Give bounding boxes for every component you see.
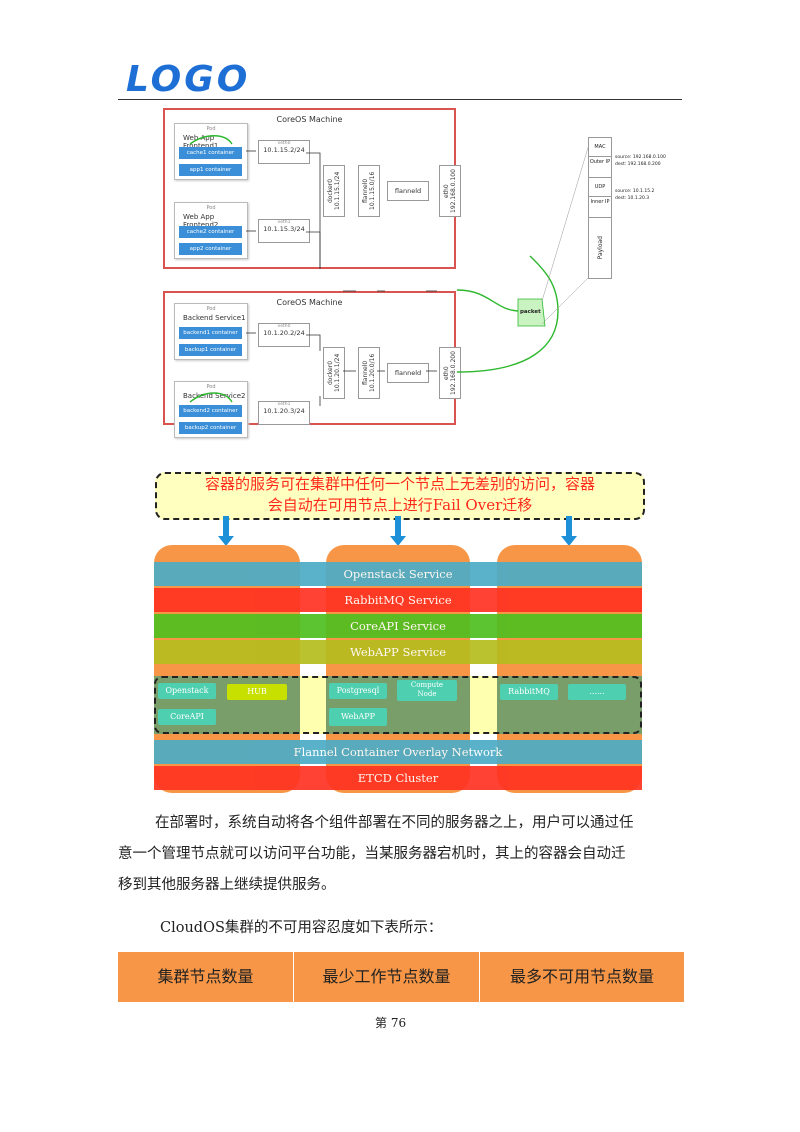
container-layer-border xyxy=(154,676,642,734)
veth-ip: 10.1.15.3/24 xyxy=(263,225,305,233)
docker0-box: docker0 10.1.20.1/24 xyxy=(323,347,345,399)
page-number: 第 76 xyxy=(375,1016,407,1030)
logo: LOGO xyxy=(126,59,251,100)
down-arrows xyxy=(218,516,577,546)
tolerance-table: 集群节点数量 最少工作节点数量 最多不可用节点数量 xyxy=(117,951,685,1005)
flannel-network-band: Flannel Container Overlay Network xyxy=(154,740,642,764)
coreos-machine-bottom: CoreOS Machine Pod Backend Service1 back… xyxy=(163,291,461,438)
container: backend2 container xyxy=(179,405,242,417)
etcd-cluster-band: ETCD Cluster xyxy=(154,766,642,790)
container: app2 container xyxy=(179,243,242,255)
tag-coreapi: CoreAPI xyxy=(158,709,216,725)
veth0-box: veth0 10.1.15.2/24 xyxy=(258,140,310,164)
packet-label: packet xyxy=(520,309,541,315)
container: cache1 container xyxy=(179,147,242,159)
pod-name: Web App Frontend1 xyxy=(183,134,219,150)
docker0-box: docker0 10.1.15.1/24 xyxy=(323,165,345,217)
tag-openstack: Openstack xyxy=(158,683,216,699)
outer-src: source: 192.168.0.100 xyxy=(615,155,666,160)
flanneld-box: flanneld xyxy=(387,363,429,383)
tag-webapp: WebAPP xyxy=(329,708,387,726)
eth0-box: eth0 192.168.0.100 xyxy=(439,165,461,217)
container: cache2 container xyxy=(179,226,242,238)
paragraph-1-line-2: 意一个管理节点就可以访问平台功能，当某服务器宕机时，其上的容器会自动迁 xyxy=(118,846,626,862)
flannel0-box: flannel0 10.1.15.0/16 xyxy=(358,165,380,217)
veth-ip: 10.1.20.3/24 xyxy=(263,407,305,415)
container: backend1 container xyxy=(179,327,242,339)
tag-rabbitmq: RabbitMQ xyxy=(500,684,558,700)
tag-postgresql: Postgresql xyxy=(329,683,387,699)
machine-title: CoreOS Machine xyxy=(276,298,343,307)
container: app1 container xyxy=(179,164,242,176)
paragraph-2: CloudOS集群的不可用容忍度如下表所示： xyxy=(160,920,443,936)
packet-payload: Payload xyxy=(596,236,604,260)
pod-label: Pod xyxy=(206,306,216,312)
veth0-box: veth0 10.1.20.2/24 xyxy=(258,323,310,347)
table-header-cell: 最少工作节点数量 xyxy=(294,952,480,1002)
eth0-box: eth0 192.168.0.200 xyxy=(439,347,461,399)
veth-label: veth1 xyxy=(277,402,291,407)
packet-udp: UDP xyxy=(589,178,611,197)
pod-web-frontend2: Pod Web App Frontend2 cache2 container a… xyxy=(174,202,248,259)
tag-compute-node: Compute Node xyxy=(397,680,457,701)
veth-ip: 10.1.20.2/24 xyxy=(263,329,305,337)
paragraph-1-line-1: 在部署时，系统自动将各个组件部署在不同的服务器之上，用户可以通过任 xyxy=(155,815,634,831)
packet-inner-ip: Inner IP xyxy=(589,197,611,218)
veth1-box: veth1 10.1.15.3/24 xyxy=(258,219,310,243)
flannel0-box: flannel0 10.1.20.0/16 xyxy=(358,347,380,399)
container: backup1 container xyxy=(179,344,242,356)
table-header-cell: 集群节点数量 xyxy=(118,952,294,1002)
veth-ip: 10.1.15.2/24 xyxy=(263,146,305,154)
veth1-box: veth1 10.1.20.3/24 xyxy=(258,401,310,425)
banner-line-2: 会自动在可用节点上进行Fail Over迁移 xyxy=(267,496,533,514)
packet-mac: MAC xyxy=(589,138,611,157)
pod-name: Web App Frontend2 xyxy=(183,213,219,229)
flanneld-box: flanneld xyxy=(387,181,429,201)
pod-web-frontend1: Pod Web App Frontend1 cache1 container a… xyxy=(174,123,248,180)
connection-lines xyxy=(189,135,591,406)
inner-dst: dest: 10.1.20.3 xyxy=(615,196,650,201)
veth-label: veth1 xyxy=(277,220,291,225)
coreapi-service-band: CoreAPI Service xyxy=(154,614,642,638)
tag-hub: HUB xyxy=(227,684,287,700)
pod-name: Backend Service1 xyxy=(183,314,246,322)
openstack-service-band: Openstack Service xyxy=(154,562,642,586)
failover-banner: 容器的服务可在集群中任何一个节点上无差别的访问，容器 会自动在可用节点上进行Fa… xyxy=(155,472,645,520)
rabbitmq-service-band: RabbitMQ Service xyxy=(154,588,642,612)
veth-label: veth0 xyxy=(277,324,291,329)
packet-outer-ip: Outer IP xyxy=(589,157,611,178)
pod-backend-service2: Pod Backend Service2 backend2 container … xyxy=(174,381,248,438)
coreos-machine-top: CoreOS Machine Pod Web App Frontend1 cac… xyxy=(163,108,461,269)
machine-title: CoreOS Machine xyxy=(276,115,343,124)
webapp-service-band: WebAPP Service xyxy=(154,640,642,664)
pod-label: Pod xyxy=(206,126,216,132)
header-divider xyxy=(118,99,682,100)
inner-src: source: 10.1.15.2 xyxy=(615,189,655,194)
outer-dst: dest: 192.168.0.200 xyxy=(615,162,661,167)
pod-name: Backend Service2 xyxy=(183,392,246,400)
paragraph-1: 在部署时，系统自动将各个组件部署在不同的服务器之上，用户可以通过任 意一个管理节… xyxy=(118,808,684,901)
veth-label: veth0 xyxy=(277,141,291,146)
table-header-cell: 最多不可用节点数量 xyxy=(480,952,684,1002)
pod-backend-service1: Pod Backend Service1 backend1 container … xyxy=(174,303,248,360)
pod-label: Pod xyxy=(206,205,216,211)
container: backup2 container xyxy=(179,422,242,434)
network-diagram: CoreOS Machine Pod Web App Frontend1 cac… xyxy=(160,106,666,438)
pod-label: Pod xyxy=(206,384,216,390)
paragraph-1-line-3: 移到其他服务器上继续提供服务。 xyxy=(118,877,336,893)
banner-line-1: 容器的服务可在集群中任何一个节点上无差别的访问，容器 xyxy=(204,475,595,493)
packet-structure: MAC Outer IP UDP Inner IP Payload xyxy=(588,137,612,279)
tag-more: ...... xyxy=(568,684,626,700)
